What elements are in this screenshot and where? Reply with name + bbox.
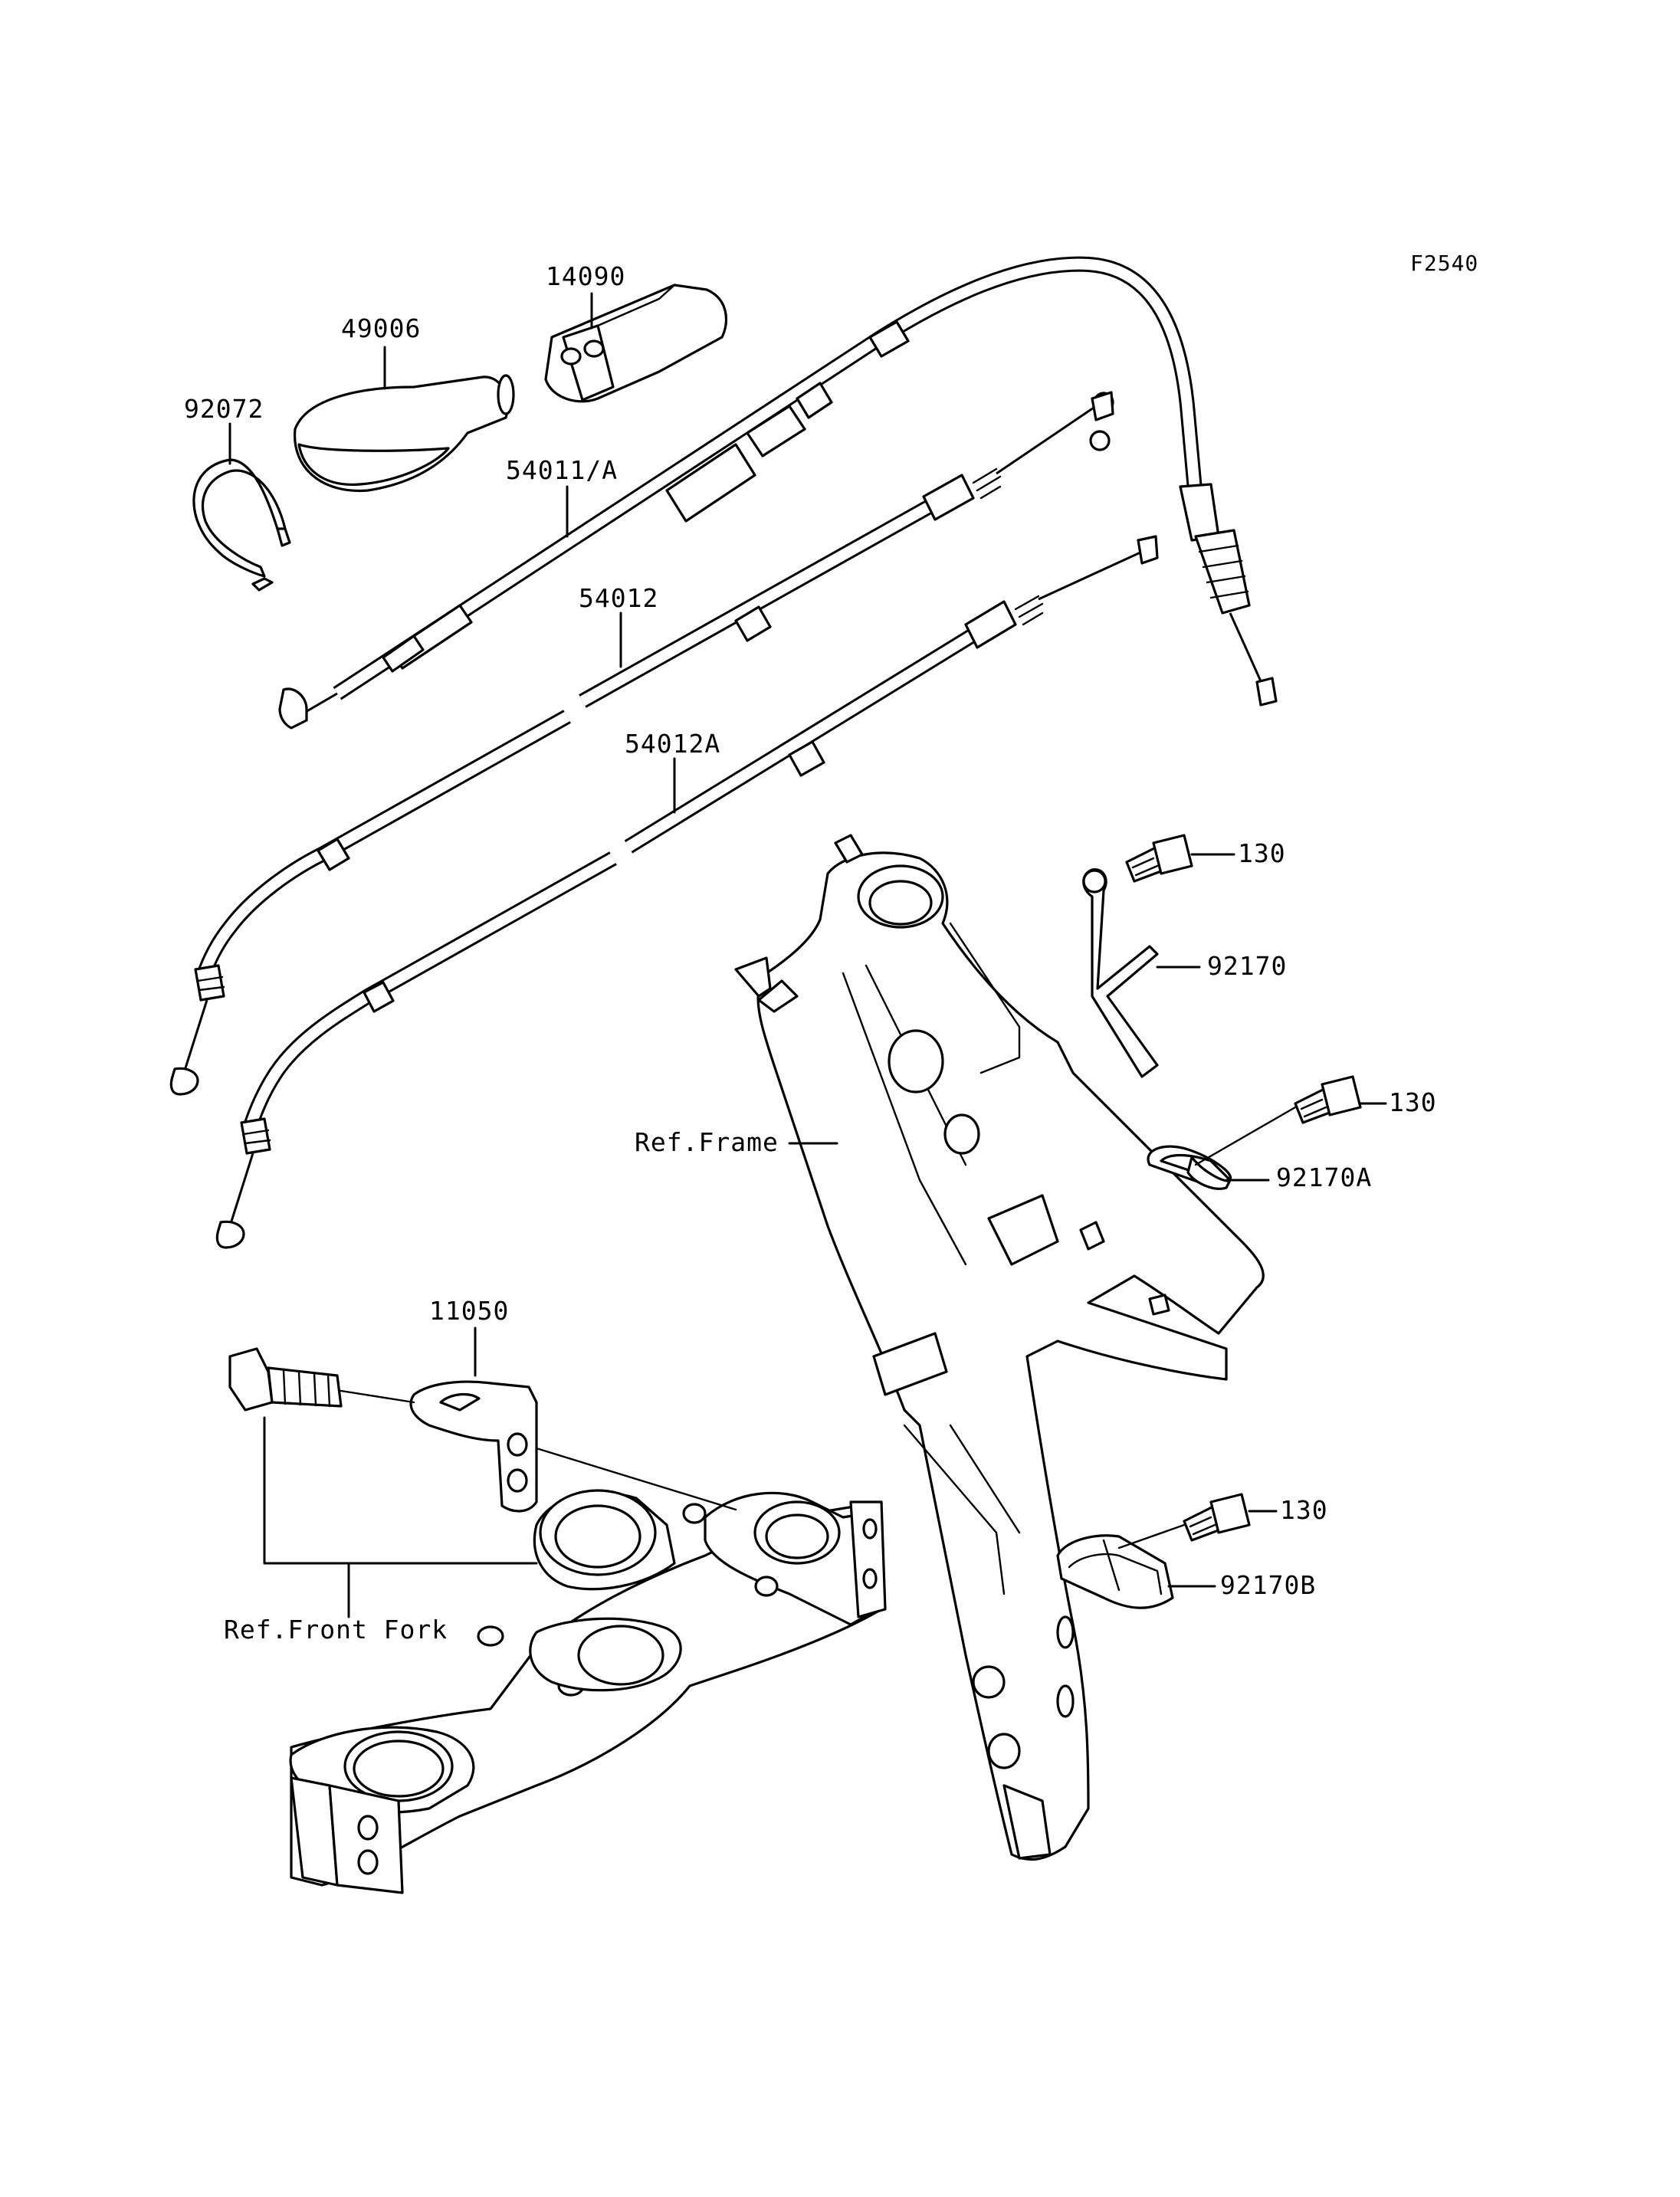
label-49006: 49006 [341,313,421,343]
bolt-130-middle [1294,1075,1362,1124]
leader-92170a-to-bolt [1194,1106,1297,1166]
boot-49006 [294,374,515,493]
throttle-cable-54012 [169,391,1114,1096]
cover-14090 [544,284,727,403]
label-54012a: 54012A [625,729,720,759]
label-54012: 54012 [579,583,658,613]
label-11050: 11050 [429,1296,509,1326]
label-54011a: 54011/A [506,455,618,485]
leader-92170b-to-bolt [1117,1523,1186,1549]
label-ref-frame: Ref.Frame [635,1127,779,1157]
leader-11050-to-clamp [535,1447,737,1511]
leader-ref-front-fork [263,1416,538,1618]
label-92072: 92072 [184,394,264,424]
label-130-middle: 130 [1389,1087,1437,1117]
label-130-top: 130 [1238,838,1286,868]
label-130-bottom: 130 [1280,1495,1328,1525]
throttle-cable-54012a [215,535,1159,1249]
label-92170b: 92170B [1220,1570,1316,1600]
clutch-cable-54011a [278,256,1278,730]
label-92170a: 92170A [1276,1162,1372,1192]
label-ref-front-fork: Ref.Front Fork [224,1615,448,1644]
label-14090: 14090 [546,261,625,291]
clamp-92170 [1082,868,1159,1078]
label-92170: 92170 [1207,951,1287,981]
fork-bolt [228,1347,415,1412]
figure-code: F2540 [1410,251,1478,276]
bolt-130-top [1125,834,1193,883]
clamp-band-92072 [192,458,291,592]
clamp-92170b [1056,1534,1174,1609]
frame [734,834,1265,1861]
clamp-92170a [1147,1145,1232,1190]
bolt-130-bottom [1183,1493,1251,1542]
bracket-11050 [409,1380,538,1513]
front-fork-clamp [289,1489,887,1894]
